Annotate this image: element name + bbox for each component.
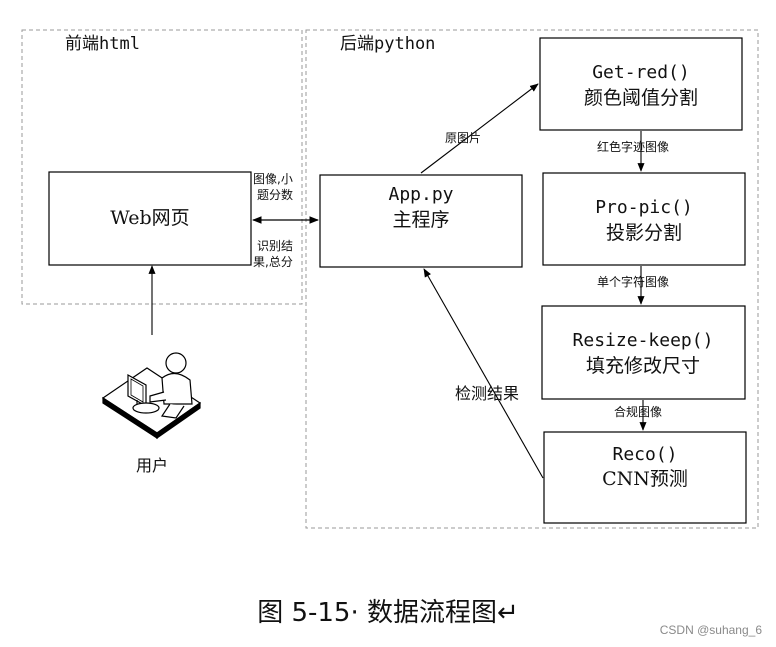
pro-pic-label-1: Pro-pic() bbox=[595, 197, 693, 218]
get-red-node: Get-red() 颜色阈值分割 bbox=[539, 37, 743, 131]
pro-pic-node: Pro-pic() 投影分割 bbox=[542, 172, 746, 266]
resize-keep-label-1: Resize-keep() bbox=[573, 330, 714, 351]
edge-label-compliant: 合规图像 bbox=[614, 404, 662, 419]
reco-node: Reco() CNN预测 bbox=[543, 431, 747, 524]
reco-label-1: Reco() bbox=[612, 444, 677, 465]
reco-label-2: CNN预测 bbox=[602, 468, 688, 490]
app-to-getred-arrow bbox=[420, 83, 539, 174]
web-page-node: Web网页 bbox=[48, 171, 252, 266]
app-label-2: 主程序 bbox=[392, 209, 449, 231]
app-main-node: App.py 主程序 bbox=[319, 174, 523, 268]
backend-region bbox=[305, 29, 759, 529]
web-page-label: Web网页 bbox=[110, 207, 189, 229]
edge-label-single-char: 单个字符图像 bbox=[597, 274, 669, 289]
user-label: 用户 bbox=[136, 456, 168, 475]
app-label-1: App.py bbox=[388, 184, 453, 205]
edge-label-from-web-1: 识别结 bbox=[257, 239, 293, 253]
figure-caption: 图 5-15· 数据流程图↵ bbox=[257, 598, 519, 628]
get-red-label-2: 颜色阈值分割 bbox=[584, 87, 698, 109]
resize-keep-node: Resize-keep() 填充修改尺寸 bbox=[541, 305, 746, 400]
edge-label-from-web-2: 果,总分 bbox=[253, 255, 293, 269]
edge-label-detect-result: 检测结果 bbox=[455, 384, 519, 403]
watermark: CSDN @suhang_6 bbox=[659, 623, 762, 637]
frontend-label: 前端html bbox=[65, 34, 140, 54]
reco-to-app-arrow bbox=[423, 268, 544, 479]
user-at-computer-icon bbox=[101, 352, 202, 440]
edge-label-to-web-1: 图像,小 bbox=[253, 172, 293, 186]
get-red-label-1: Get-red() bbox=[592, 62, 690, 83]
resize-keep-label-2: 填充修改尺寸 bbox=[586, 355, 700, 377]
edge-label-orig-image: 原图片 bbox=[445, 131, 481, 145]
edge-label-red-strokes: 红色字迹图像 bbox=[597, 139, 669, 154]
frontend-region bbox=[21, 29, 303, 305]
backend-label: 后端python bbox=[340, 34, 435, 54]
pro-pic-label-2: 投影分割 bbox=[606, 222, 682, 244]
edge-label-to-web-2: 题分数 bbox=[257, 187, 293, 202]
